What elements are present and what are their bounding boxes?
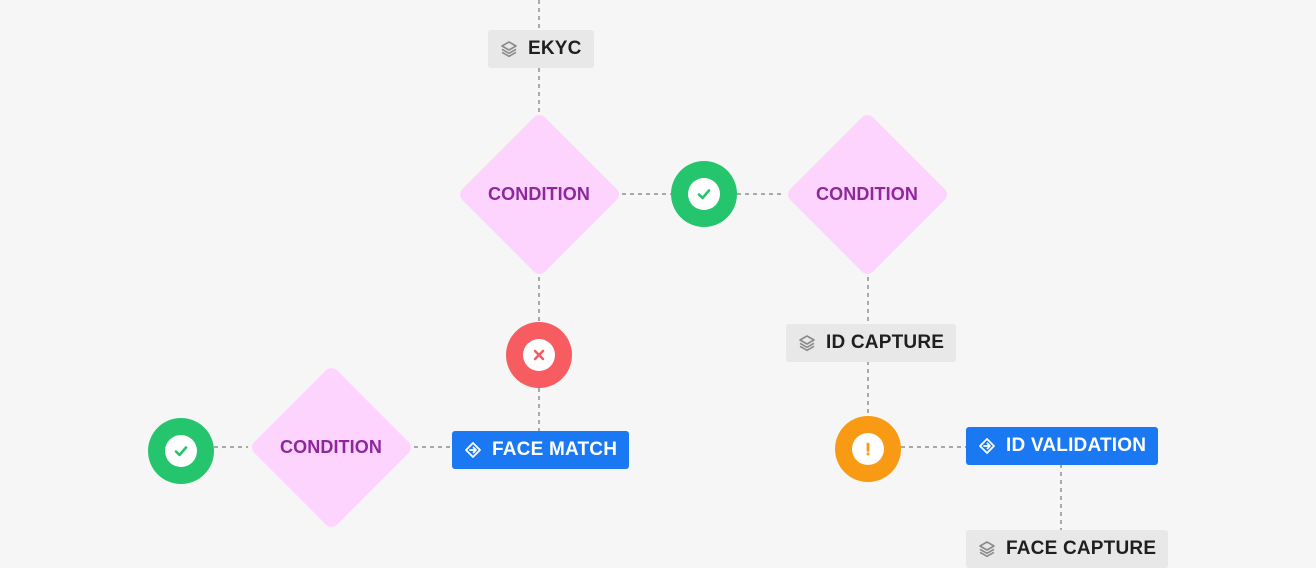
step-face-capture-label: FACE CAPTURE bbox=[1006, 538, 1157, 559]
condition-left-label: CONDITION bbox=[280, 436, 382, 457]
action-id-validation-label: ID VALIDATION bbox=[1006, 435, 1147, 456]
layers-icon bbox=[501, 41, 517, 58]
condition-main[interactable]: CONDITION bbox=[456, 111, 622, 277]
step-ekyc[interactable]: EKYC bbox=[488, 30, 594, 68]
diamond-arrow-icon bbox=[979, 438, 995, 454]
outcome-success-top[interactable] bbox=[671, 161, 737, 227]
action-id-validation[interactable]: ID VALIDATION bbox=[966, 427, 1159, 465]
check-icon bbox=[174, 446, 188, 457]
outcome-failure[interactable] bbox=[506, 322, 572, 388]
layers-icon bbox=[799, 335, 815, 352]
step-id-capture-label: ID CAPTURE bbox=[826, 332, 945, 353]
outcome-success-left[interactable] bbox=[148, 418, 214, 484]
condition-right-label: CONDITION bbox=[816, 183, 918, 204]
condition-right[interactable]: CONDITION bbox=[784, 111, 950, 277]
connector-lines bbox=[214, 0, 1062, 530]
check-icon bbox=[697, 189, 711, 200]
layers-icon bbox=[979, 541, 995, 558]
badge-inner bbox=[523, 339, 555, 371]
condition-left[interactable]: CONDITION bbox=[248, 364, 414, 530]
exclamation-icon bbox=[866, 442, 870, 456]
action-face-match[interactable]: FACE MATCH bbox=[452, 431, 630, 469]
badge-inner bbox=[852, 433, 884, 465]
badge-inner bbox=[688, 178, 720, 210]
outcome-warning[interactable] bbox=[835, 416, 901, 482]
x-icon bbox=[533, 349, 545, 361]
step-face-capture[interactable]: FACE CAPTURE bbox=[966, 530, 1169, 568]
action-face-match-label: FACE MATCH bbox=[492, 439, 618, 460]
condition-main-label: CONDITION bbox=[488, 183, 590, 204]
step-id-capture[interactable]: ID CAPTURE bbox=[786, 324, 957, 362]
diamond-arrow-icon bbox=[465, 442, 481, 458]
badge-inner bbox=[165, 435, 197, 467]
step-ekyc-label: EKYC bbox=[528, 38, 582, 59]
